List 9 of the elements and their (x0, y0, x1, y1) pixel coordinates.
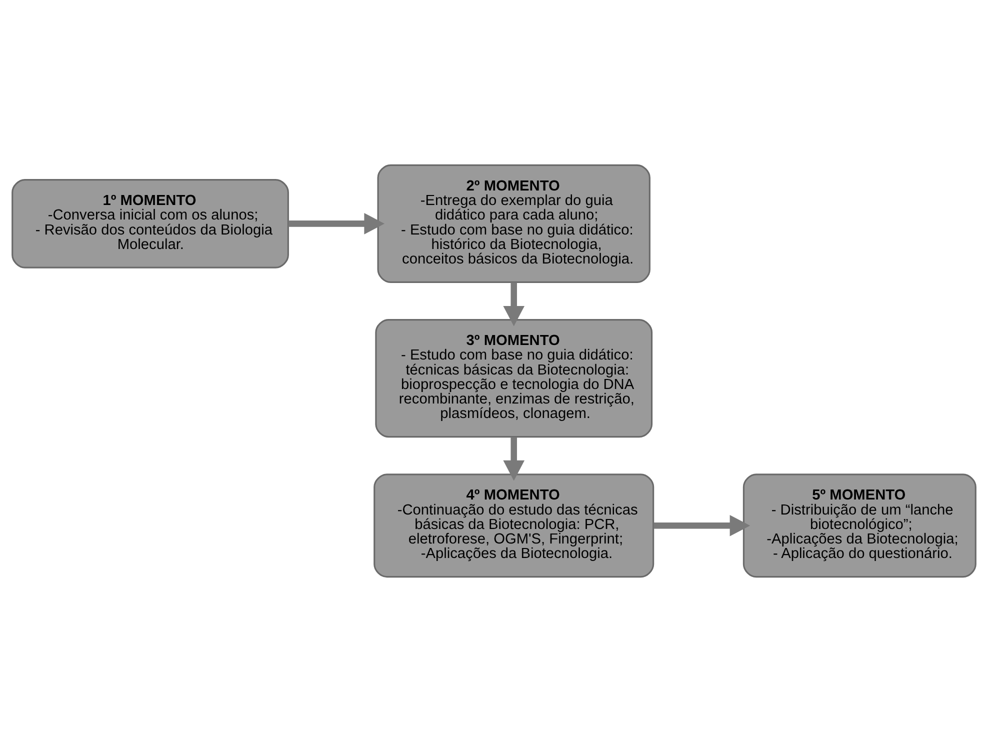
arrow (503, 282, 525, 326)
arrow (288, 213, 385, 234)
node-box: 4º MOMENTO -Continuação do estudo das técnicas básicas da Biotecnologia: PCR, eletroforese, OGM'S, Fingerprint; -Aplicações da Biotecnologia. (374, 474, 654, 578)
node-box: 2º MOMENTO -Entrega do exemplar do guia didático para cada aluno; - Estudo com base no guia didático: histórico da Biotecnologia, conceitos básicos da Biotecnologia. (377, 164, 650, 283)
node-box: 3º MOMENTO - Estudo com base no guia didático: técnicas básicas da Biotecnologia: bioprospecção e tecnologia do DNA recombinante, enzimas de restrição, plasmídeos, clonagem. (375, 319, 653, 438)
node-box: 1º MOMENTO -Conversa inicial com os alunos; - Revisão dos conteúdos da Biologia Molecular. (12, 179, 289, 268)
arrow (503, 437, 525, 481)
arrow (654, 514, 750, 536)
node-box: 5º MOMENTO - Distribuição de um “lanche biotecnológico”; -Aplicações da Biotecnologia; - Aplicação do questionário. (742, 474, 976, 578)
